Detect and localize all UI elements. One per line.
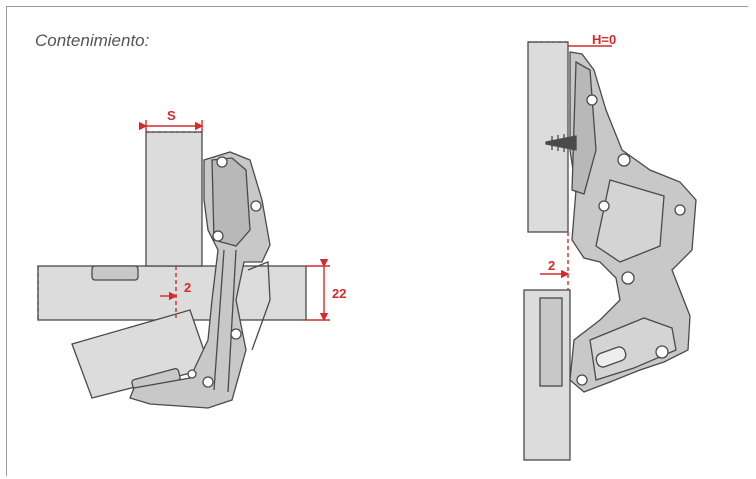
page-title: Contenimiento: — [35, 31, 150, 50]
left-hinge-drawing — [37, 131, 307, 409]
dimension-thickness-label: 22 — [332, 286, 346, 301]
upper-door — [527, 41, 569, 233]
left-dimensions — [139, 120, 330, 322]
dimension-gap-right-label: 2 — [548, 258, 555, 273]
right-dimensions — [540, 45, 612, 290]
diagram-frame — [6, 6, 748, 476]
screw-icon — [545, 134, 577, 152]
dimension-gap-left-label: 2 — [184, 280, 191, 295]
right-hinge-drawing — [523, 41, 697, 461]
right-hinge-pivots — [576, 94, 686, 386]
dimension-s-label: S — [167, 108, 176, 123]
left-hinge-pivots — [187, 156, 262, 388]
dimension-h-label: H=0 — [592, 32, 616, 47]
left-hinge-arm — [129, 151, 271, 409]
lower-panel — [523, 289, 571, 461]
right-hinge-arm — [569, 51, 697, 393]
door-closed — [145, 131, 203, 267]
